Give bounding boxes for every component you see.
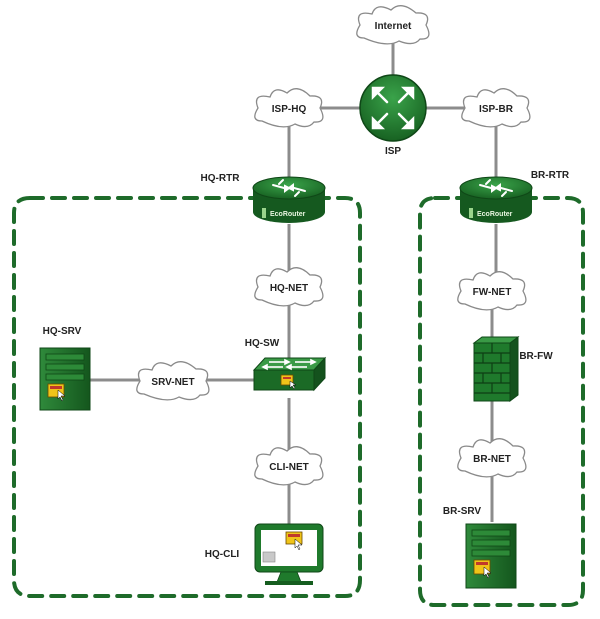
isp-router-icon[interactable] xyxy=(359,74,427,142)
isp-hq-cloud-label: ISP-HQ xyxy=(272,104,307,115)
fw-net-cloud-label: FW-NET xyxy=(473,287,512,298)
internet-cloud[interactable]: Internet xyxy=(356,5,430,45)
br-site-boundary xyxy=(418,196,585,607)
hq-net-cloud[interactable]: HQ-NET xyxy=(254,267,324,307)
hq-net-cloud-shape xyxy=(254,267,324,307)
cli-net-cloud-label: CLI-NET xyxy=(269,462,308,473)
hq-net-cloud-label: HQ-NET xyxy=(270,283,308,294)
hq-sw-label: HQ-SW xyxy=(245,338,280,349)
isp-hq-cloud-shape xyxy=(254,88,324,128)
br-net-cloud[interactable]: BR-NET xyxy=(457,438,527,478)
srv-net-cloud[interactable]: SRV-NET xyxy=(136,361,210,401)
cli-net-cloud-shape xyxy=(254,446,324,486)
hq-router-icon[interactable]: EcoRouter xyxy=(252,176,326,223)
isp-hq-cloud[interactable]: ISP-HQ xyxy=(254,88,324,128)
hq-client-icon[interactable] xyxy=(254,523,324,585)
hq-server-icon[interactable] xyxy=(39,347,91,411)
isp-br-cloud-shape xyxy=(461,88,531,128)
isp-br-cloud[interactable]: ISP-BR xyxy=(461,88,531,128)
fw-net-cloud-shape xyxy=(457,271,527,311)
br-srv-label: BR-SRV xyxy=(443,506,481,517)
hq-switch-icon[interactable] xyxy=(252,356,327,392)
srv-net-cloud-label: SRV-NET xyxy=(151,377,194,388)
br-router-brand: EcoRouter xyxy=(477,211,513,218)
br-rtr-label: BR-RTR xyxy=(531,170,570,181)
hq-rtr-label: HQ-RTR xyxy=(201,173,241,184)
internet-cloud-label: Internet xyxy=(375,21,412,32)
srv-net-cloud-shape xyxy=(136,361,210,401)
internet-cloud-shape xyxy=(356,5,430,45)
hq-cli-label: HQ-CLI xyxy=(205,549,240,560)
br-server-icon[interactable] xyxy=(465,523,517,589)
fw-net-cloud[interactable]: FW-NET xyxy=(457,271,527,311)
br-net-cloud-shape xyxy=(457,438,527,478)
isp-label: ISP xyxy=(385,146,401,157)
hq-site-boundary xyxy=(12,196,362,598)
cli-net-cloud[interactable]: CLI-NET xyxy=(254,446,324,486)
hq-router-brand: EcoRouter xyxy=(270,211,306,218)
br-net-cloud-label: BR-NET xyxy=(473,454,511,465)
br-router-icon[interactable]: EcoRouter xyxy=(459,176,533,223)
br-firewall-icon[interactable] xyxy=(472,336,520,402)
isp-br-cloud-label: ISP-BR xyxy=(479,104,514,115)
links xyxy=(90,40,498,524)
br-fw-label: BR-FW xyxy=(519,351,553,362)
hq-srv-label: HQ-SRV xyxy=(43,326,82,337)
